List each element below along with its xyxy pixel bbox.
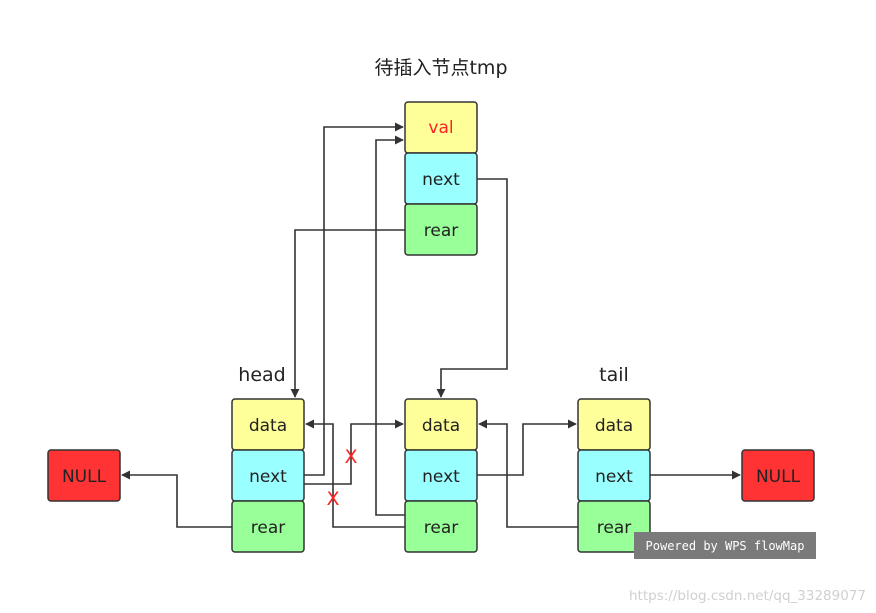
tmp-node: val next rear [404,101,478,256]
tmp-next-label: next [422,170,460,190]
arrow-old-mid-rear-to-head [305,419,405,528]
tail-label: tail [599,364,629,386]
watermark-text: Powered by WPS flowMap [646,539,805,553]
arrow-tmp-rear-to-head [290,229,405,398]
tmp-rear-label: rear [424,221,458,241]
tail-next-label: next [595,467,633,487]
mid-rear-label: rear [424,518,458,538]
arrow-old-head-next-to-mid [304,419,404,485]
middle-node: data next rear [404,398,478,553]
source-url: https://blog.csdn.net/qq_33289077 [629,588,866,604]
arrow-tail-rear-to-mid [478,419,578,528]
cut-mark-rear: X [326,488,339,510]
tail-node: data next rear [577,398,651,553]
null-left-box [47,449,121,502]
diagram-title: 待插入节点tmp [374,57,507,79]
arrow-tmp-next-to-mid [436,178,508,398]
tmp-val-label: val [428,118,453,138]
head-rear-label: rear [251,518,285,538]
watermark-badge [634,532,816,559]
head-data-label: data [249,416,287,436]
null-right-box [741,449,815,502]
mid-data-label: data [422,416,460,436]
head-label: head [238,364,285,386]
mid-next-label: next [422,467,460,487]
null-right-label: NULL [756,467,801,487]
arrow-mid-rear-to-tmp [375,135,405,516]
head-next-label: next [249,467,287,487]
tail-data-label: data [595,416,633,436]
arrow-mid-next-to-tail [477,419,577,476]
arrow-head-rear-to-null [121,470,232,528]
null-left-label: NULL [62,467,107,487]
head-node: data next rear [231,398,305,553]
tail-rear-label: rear [597,518,631,538]
arrow-head-next-to-tmp [304,122,404,476]
cut-mark-next: X [344,446,357,468]
